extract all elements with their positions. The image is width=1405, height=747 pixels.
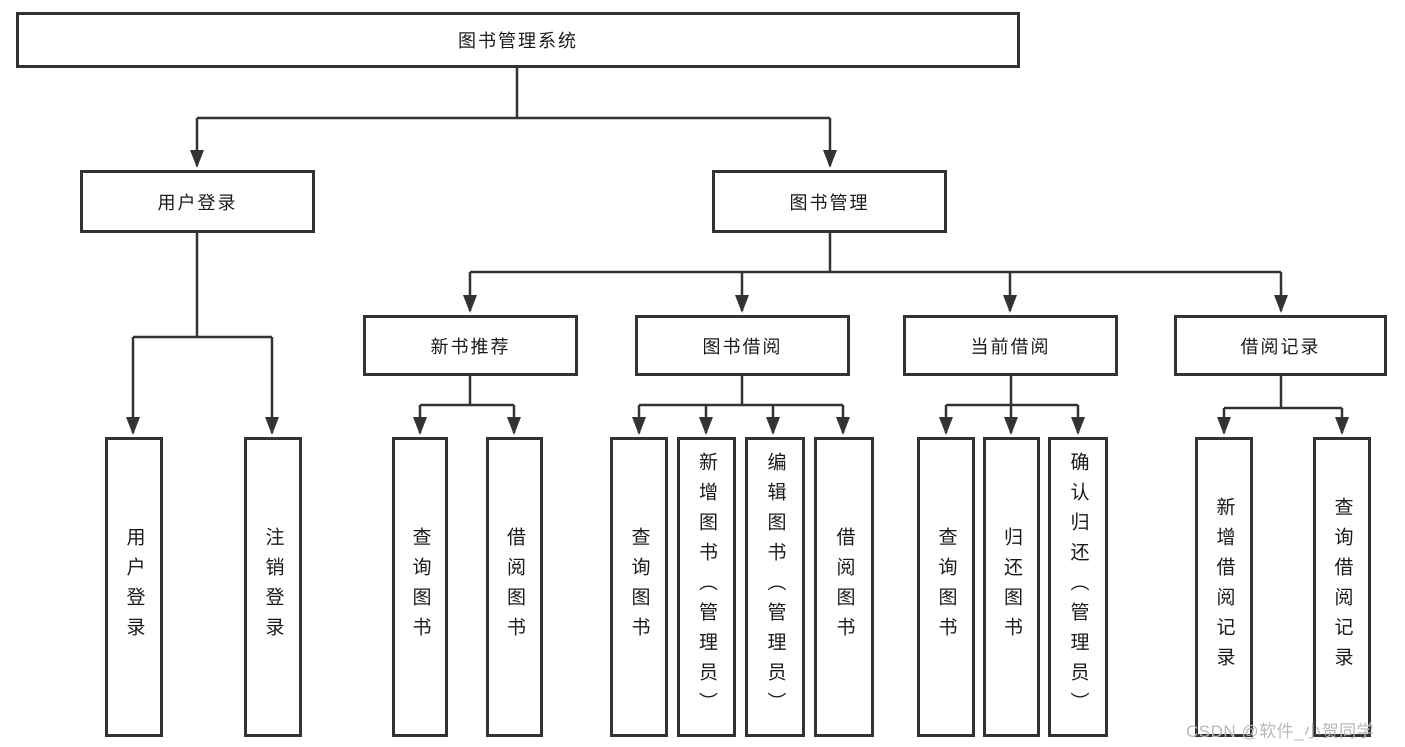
node-label: 图书管理系统 [458, 31, 578, 51]
leaf-label: 借阅图书 [833, 527, 855, 647]
leaf-label: 查询图书 [935, 527, 957, 647]
node-label: 用户登录 [157, 192, 238, 213]
node-label: 新书推荐 [430, 336, 511, 357]
leaf-label: 注销登录 [262, 527, 284, 647]
leaf-return-books: 归还图书 [983, 437, 1040, 737]
leaf-label: 编辑图书（管理员） [764, 452, 786, 722]
node-label: 当前借阅 [970, 336, 1051, 357]
node-label: 图书管理 [789, 192, 870, 213]
leaf-borrow-books: 借阅图书 [814, 437, 874, 737]
leaf-label: 新增借阅记录 [1213, 497, 1235, 677]
leaf-label: 查询图书 [628, 527, 650, 647]
leaf-confirm-return-admin: 确认归还（管理员） [1048, 437, 1108, 737]
node-current-borrowing: 当前借阅 [903, 315, 1118, 376]
leaf-query-borrow-record: 查询借阅记录 [1313, 437, 1371, 737]
csdn-watermark: CSDN @软件_小贺同学 [1186, 722, 1375, 741]
node-user-login: 用户登录 [80, 170, 315, 233]
node-book-borrowing: 图书借阅 [635, 315, 850, 376]
node-book-management: 图书管理 [712, 170, 947, 233]
leaf-label: 查询借阅记录 [1331, 497, 1353, 677]
leaf-label: 借阅图书 [504, 527, 525, 647]
node-label: 借阅记录 [1240, 336, 1321, 357]
leaf-query-books: 查询图书 [610, 437, 668, 737]
leaf-add-borrow-record: 新增借阅记录 [1195, 437, 1253, 737]
leaf-label: 新增图书（管理员） [696, 452, 717, 722]
leaf-label: 用户登录 [123, 527, 145, 647]
leaf-edit-books-admin: 编辑图书（管理员） [745, 437, 805, 737]
leaf-label: 查询图书 [409, 527, 431, 647]
leaf-add-books-admin: 新增图书（管理员） [677, 437, 736, 737]
leaf-borrow-books: 借阅图书 [486, 437, 543, 737]
node-label: 图书借阅 [702, 336, 783, 357]
leaf-query-books: 查询图书 [917, 437, 975, 737]
leaf-query-books: 查询图书 [392, 437, 448, 737]
node-borrow-records: 借阅记录 [1174, 315, 1387, 376]
leaf-label: 确认归还（管理员） [1067, 452, 1089, 722]
leaf-logout: 注销登录 [244, 437, 302, 737]
leaf-user-login: 用户登录 [105, 437, 163, 737]
node-new-book-recommend: 新书推荐 [363, 315, 578, 376]
node-library-system: 图书管理系统 [16, 12, 1020, 68]
leaf-label: 归还图书 [1001, 527, 1022, 647]
